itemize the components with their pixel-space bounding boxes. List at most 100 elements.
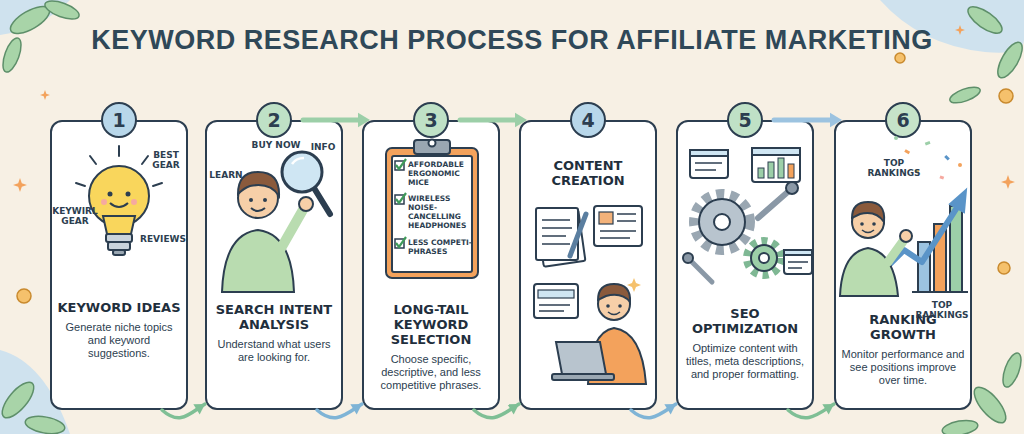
arrow-head: [822, 404, 834, 414]
sparkle-part: [40, 90, 50, 100]
confetti-part: [958, 163, 962, 167]
arrow-head: [830, 113, 842, 127]
seo-gears-icon-part: [694, 194, 750, 250]
lightbulb-icon-part: [110, 203, 128, 207]
leaf-decoration-part: [969, 382, 1011, 427]
arrow-head: [507, 404, 519, 414]
clipboard-icon-part: [395, 195, 404, 204]
arrow-head: [358, 113, 370, 127]
clipboard-icon-part: [395, 239, 404, 248]
seo-gears-icon-part: [695, 162, 722, 164]
clipboard-icon-part: [386, 148, 478, 278]
ranking-growth-icon-part: [950, 190, 966, 212]
seo-gears-icon: [683, 148, 812, 282]
arrow-head: [350, 404, 362, 414]
seo-gears-icon-part: [751, 245, 777, 271]
content-creation-icon-part: [606, 304, 610, 308]
seo-gears-icon-part: [758, 168, 764, 178]
confetti-part: [894, 136, 898, 140]
content-creation-icon-part: [618, 304, 622, 308]
lightbulb-icon-part: [89, 166, 149, 226]
lightbulb-icon-part: [108, 192, 113, 197]
content-creation-icon-part: [598, 284, 630, 302]
content-creation-icon-part: [598, 288, 630, 320]
step-number: 5: [738, 109, 751, 131]
connector-line: [631, 404, 676, 418]
content-creation-icon-part: [556, 342, 606, 374]
lightbulb-icon-part: [103, 216, 135, 234]
person-magnifier-icon-part: [238, 178, 278, 218]
badge-text: 4: [581, 110, 594, 131]
content-creation-icon-part: [599, 212, 613, 224]
person-magnifier-icon-part: [292, 158, 304, 164]
content-creation-icon-part: [617, 220, 636, 222]
coin-part: [998, 262, 1010, 274]
step-description: Optimize content with titles, meta descr…: [682, 342, 808, 381]
step-heading: LONG-TAIL KEYWORD SELECTION: [368, 302, 494, 347]
seo-gears-icon-part: [714, 214, 730, 230]
person-magnifier-icon-part: [263, 198, 267, 202]
arrow-head: [664, 404, 676, 414]
step-number: 4: [581, 109, 594, 131]
badge-text: 1: [112, 110, 125, 131]
seo-gears-icon-part: [788, 164, 794, 178]
step-card: LONG-TAIL KEYWORD SELECTIONChoose specif…: [362, 120, 500, 410]
ranking-growth-icon-part: [872, 222, 876, 226]
ranking-growth-icon-part: [872, 206, 958, 282]
badge-text: 5: [738, 110, 751, 131]
content-creation-icon-part: [600, 230, 636, 232]
clipboard-icon-part: [396, 193, 406, 203]
lightbulb-icon-part: [131, 199, 137, 205]
seo-gears-icon-part: [759, 253, 769, 263]
confetti-part: [915, 170, 919, 173]
bulb-rays-part: [153, 183, 162, 186]
badge-text: 6: [896, 110, 909, 131]
connector-line: [474, 404, 519, 418]
step-number: 3: [424, 109, 437, 131]
content-creation-icon-part: [600, 237, 630, 239]
lightbulb-icon-part: [108, 242, 130, 250]
seo-gears-icon-part: [758, 190, 790, 218]
seo-gears-icon-part: [786, 182, 798, 194]
seo-gears-icon-part: [690, 260, 712, 282]
step-connector: [631, 404, 676, 418]
step-connector: [474, 404, 519, 418]
ranking-growth-icon-part: [934, 224, 946, 292]
content-creation-icon-part: [542, 227, 572, 229]
ranking-growth-icon-part: [900, 230, 912, 242]
card-text: RANKING GROWTHMonitor performance and se…: [840, 312, 966, 387]
clipboard-icon-part: [396, 159, 406, 169]
seo-gears-icon-part: [784, 250, 812, 255]
content-creation-icon-part: [536, 208, 578, 260]
content-creation-icon-part: [594, 206, 642, 246]
seo-gears-icon-part: [690, 150, 728, 178]
leaf-decoration-part: [0, 377, 39, 422]
leaf-decoration-part: [24, 414, 66, 434]
step-card: RANKING GROWTHMonitor performance and se…: [834, 120, 972, 410]
content-creation-icon-part: [617, 213, 636, 215]
badge-text: 2: [267, 110, 280, 131]
connector-line: [162, 404, 205, 418]
step-number: 2: [267, 109, 280, 131]
step-description: Monitor performance and see positions im…: [840, 348, 966, 387]
person-magnifier-icon: [222, 152, 330, 292]
content-creation-icon-part: [552, 374, 614, 380]
seo-gears-icon-part: [784, 250, 812, 274]
confetti-part: [904, 149, 910, 154]
lightbulb-icon-part: [106, 234, 132, 242]
seo-gears-icon-part: [778, 158, 784, 178]
seo-gears-icon-part: [695, 169, 716, 171]
ranking-growth-icon-part: [860, 222, 864, 226]
step-heading: KEYWORD IDEAS: [56, 300, 182, 315]
content-creation-icon-part: [538, 290, 574, 298]
step-connector: [162, 404, 205, 418]
step-number-badge: 4: [570, 102, 606, 138]
content-creation-icon-part: [534, 284, 578, 318]
arrow-head: [515, 113, 527, 127]
step-heading: SEO OPTIMIZATION: [682, 306, 808, 336]
ranking-growth-icon: [840, 190, 968, 296]
person-magnifier-icon-part: [222, 230, 294, 292]
confetti-part: [925, 141, 931, 146]
